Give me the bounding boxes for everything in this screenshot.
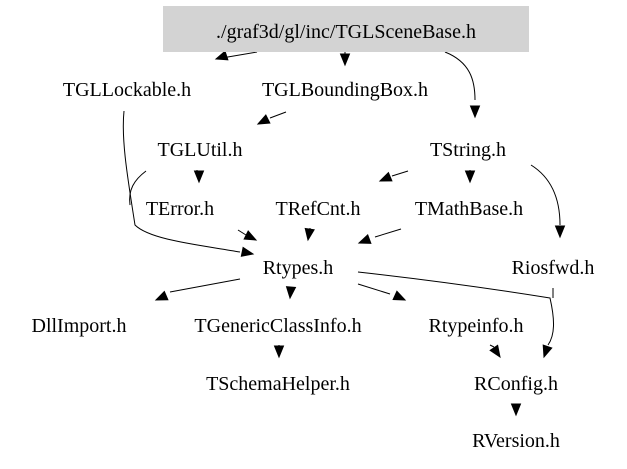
arrowhead-icon <box>357 234 372 244</box>
node-label: TGLLockable.h <box>63 79 191 101</box>
arrowhead-icon <box>304 227 315 242</box>
arrowhead-icon <box>214 50 229 61</box>
arrowhead-icon <box>464 170 476 184</box>
node-RConfig[interactable]: RConfig.h <box>474 373 558 395</box>
edge-TGLUtil-to-TError <box>193 170 205 184</box>
arrowhead-icon <box>510 403 522 417</box>
node-label: Rtypes.h <box>263 257 334 279</box>
arrowhead-icon <box>554 225 566 239</box>
edges-layer <box>122 50 566 417</box>
node-RVersion[interactable]: RVersion.h <box>472 430 560 452</box>
node-label: TRefCnt.h <box>276 198 361 220</box>
arrowhead-icon <box>489 344 501 359</box>
edge-line <box>489 344 495 348</box>
node-label: TGLUtil.h <box>158 139 243 161</box>
node-label: Riosfwd.h <box>512 257 595 279</box>
node-Rtypeinfo[interactable]: Rtypeinfo.h <box>429 315 524 337</box>
arrowhead-icon <box>243 230 258 241</box>
node-TGLLockable[interactable]: TGLLockable.h <box>63 79 191 101</box>
edge-RConfig-to-RVersion <box>510 403 522 417</box>
arrowhead-icon <box>256 114 271 125</box>
edge-Rtypes-to-Rtypeinfo <box>357 283 407 301</box>
node-label: Rtypeinfo.h <box>429 315 524 337</box>
edge-root-to-TString <box>444 51 481 119</box>
node-label: TGenericClassInfo.h <box>194 315 361 337</box>
edge-TError-to-Rtypes <box>237 229 258 241</box>
node-Rtypes[interactable]: Rtypes.h <box>263 257 334 279</box>
node-label: DllImport.h <box>32 315 127 337</box>
edge-line <box>169 278 241 293</box>
edge-line <box>391 170 409 177</box>
edge-line <box>269 111 287 119</box>
edge-root-to-TGLBoundingBox <box>339 52 351 67</box>
edge-root-to-TGLLockable <box>214 50 258 61</box>
arrowhead-icon <box>542 344 553 359</box>
edge-TString-to-TRefCnt <box>378 170 409 182</box>
node-label: TMathBase.h <box>415 198 523 220</box>
node-TGLUtil[interactable]: TGLUtil.h <box>158 139 243 161</box>
edge-TGenericClassInfo-to-TSchemaHelper <box>273 345 285 359</box>
node-label: ./graf3d/gl/inc/TGLSceneBase.h <box>216 21 476 43</box>
arrowhead-icon <box>154 290 169 301</box>
edge-Rtypes-to-DllImport <box>154 278 241 301</box>
node-TRefCnt[interactable]: TRefCnt.h <box>276 198 361 220</box>
edge-TString-to-TMathBase <box>464 170 476 184</box>
node-TGenericClassInfo[interactable]: TGenericClassInfo.h <box>194 315 361 337</box>
node-DllImport[interactable]: DllImport.h <box>32 315 127 337</box>
node-label: TString.h <box>430 139 506 161</box>
arrowhead-icon <box>378 171 393 182</box>
node-root[interactable]: ./graf3d/gl/inc/TGLSceneBase.h <box>163 6 529 52</box>
edge-TGLLockable-to-Rtypes <box>122 110 255 257</box>
node-TError[interactable]: TError.h <box>146 198 214 220</box>
edge-line <box>357 283 391 295</box>
node-TSchemaHelper[interactable]: TSchemaHelper.h <box>206 373 350 395</box>
arrowhead-icon <box>339 53 351 67</box>
edge-Rtypeinfo-to-RConfig <box>489 344 501 359</box>
edge-line <box>444 51 476 101</box>
node-label: RVersion.h <box>472 430 560 452</box>
arrowhead-icon <box>469 105 481 119</box>
node-Riosfwd[interactable]: Riosfwd.h <box>512 257 595 279</box>
arrowhead-icon <box>392 290 407 301</box>
edge-line <box>237 229 247 236</box>
edge-line <box>374 228 402 238</box>
arrowhead-icon <box>240 246 255 257</box>
root-node-box <box>163 6 529 52</box>
node-TString[interactable]: TString.h <box>430 139 506 161</box>
edge-TString-to-Riosfwd <box>530 164 566 239</box>
edge-Rtypes-to-TGenericClassInfo <box>285 286 297 300</box>
edge-Rtypes-to-RConfig <box>357 271 554 359</box>
edge-line <box>530 164 561 226</box>
node-TMathBase[interactable]: TMathBase.h <box>415 198 523 220</box>
arrowhead-icon <box>273 345 285 359</box>
edge-TGLUtil-to-Rtypes <box>129 170 147 206</box>
node-label: RConfig.h <box>474 373 558 395</box>
arrowhead-icon <box>193 170 205 184</box>
arrowhead-icon <box>285 286 297 300</box>
nodes-layer: ./graf3d/gl/inc/TGLSceneBase.hTGLLockabl… <box>32 6 595 452</box>
edge-TRefCnt-to-Rtypes <box>304 227 315 242</box>
edge-line <box>122 110 241 253</box>
node-label: TGLBoundingBox.h <box>262 79 428 101</box>
node-label: TSchemaHelper.h <box>206 373 350 395</box>
node-TGLBoundingBox[interactable]: TGLBoundingBox.h <box>262 79 428 101</box>
edge-TMathBase-to-Rtypes <box>357 228 402 244</box>
edge-TGLBoundingBox-to-TGLUtil <box>256 111 287 125</box>
node-label: TError.h <box>146 198 214 220</box>
edge-line <box>129 170 147 206</box>
edge-line <box>357 271 554 346</box>
